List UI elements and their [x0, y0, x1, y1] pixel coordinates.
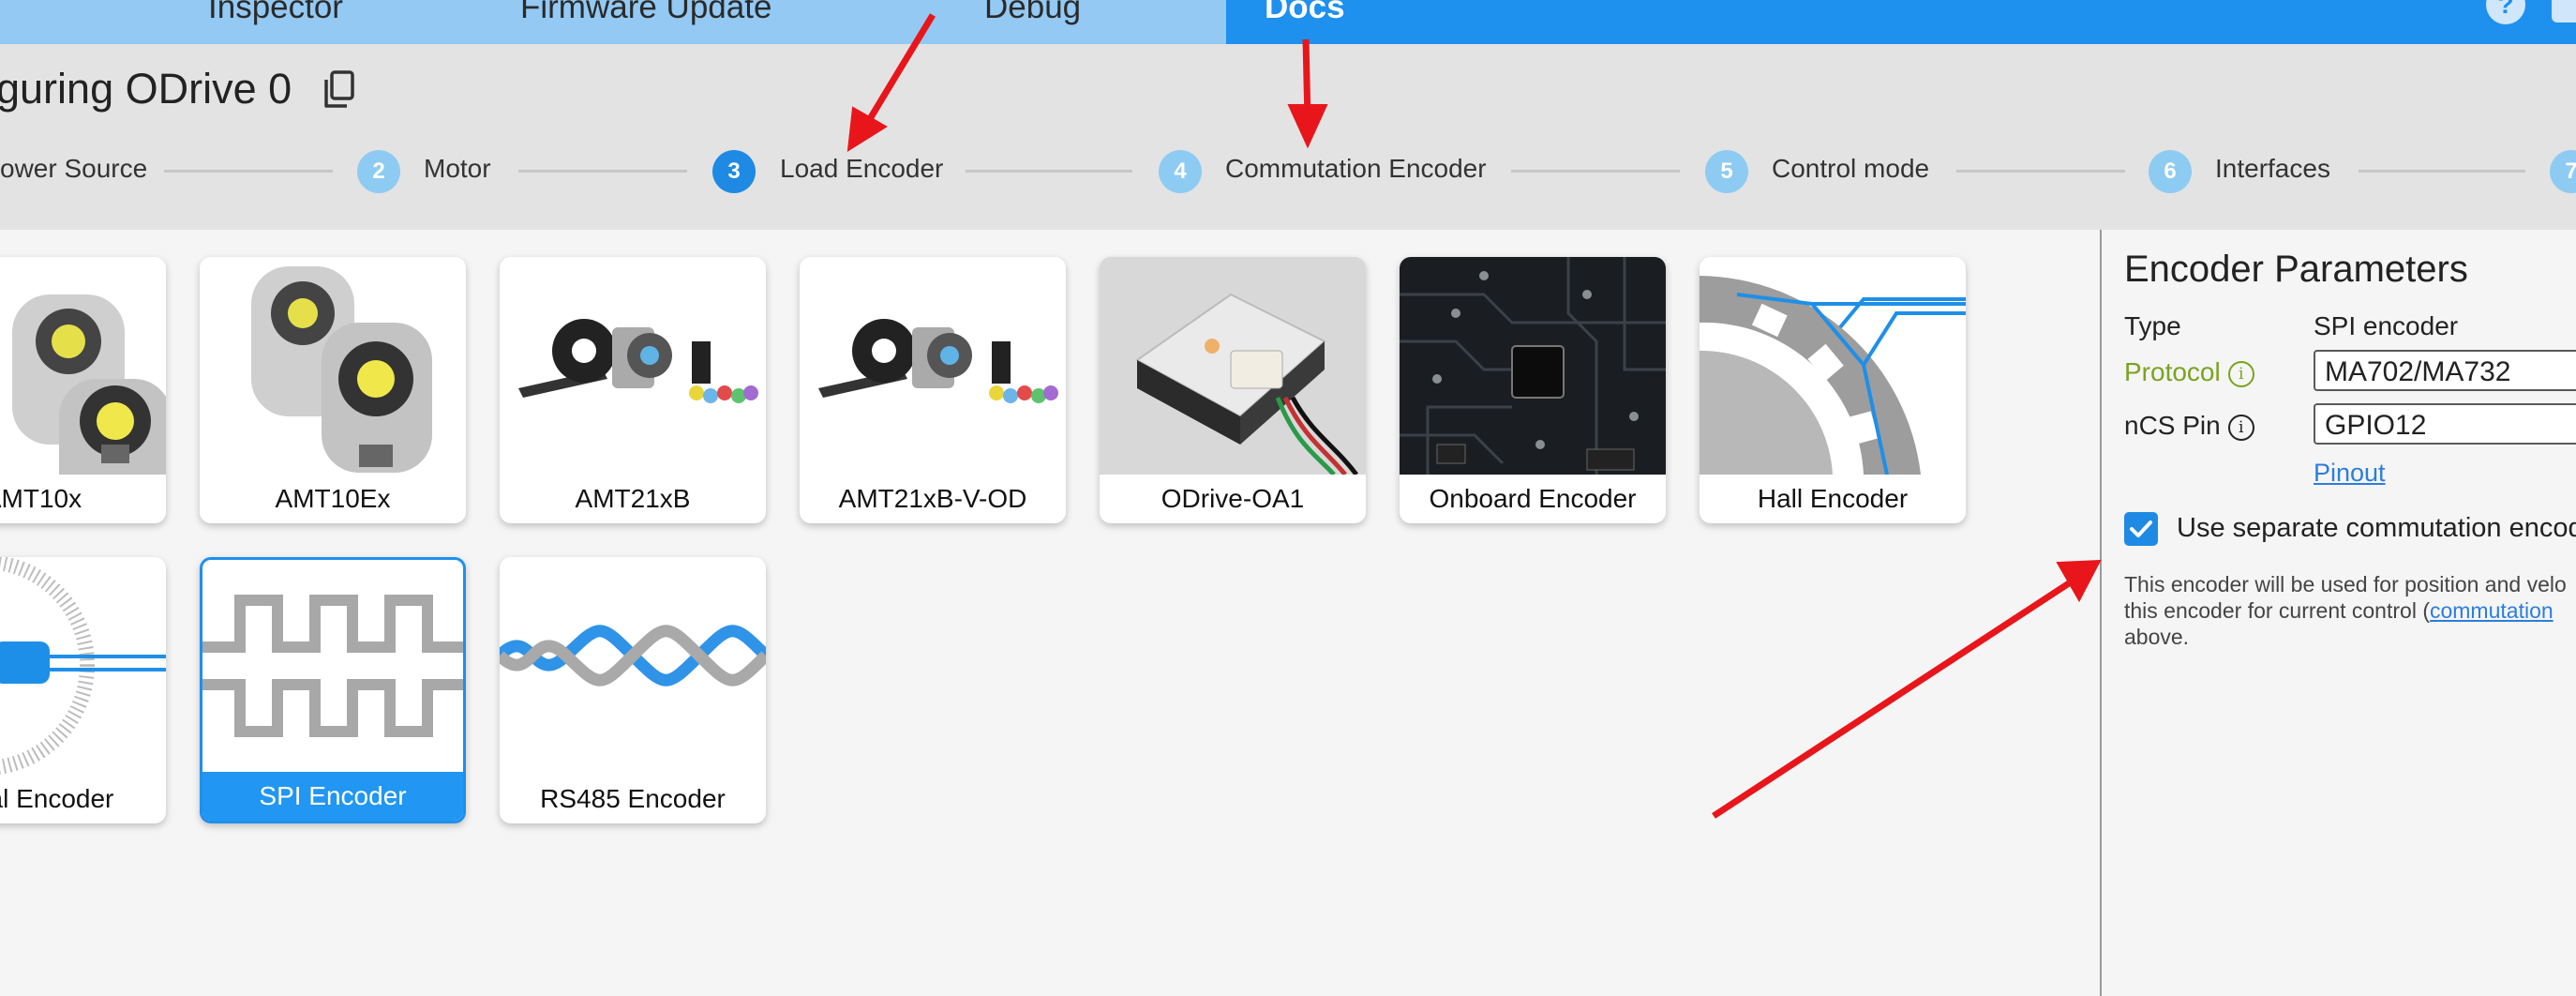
encoder-description: This encoder will be used for position a…	[2124, 571, 2576, 650]
desc-line-2: this encoder for current control (commut…	[2124, 597, 2576, 624]
page-title: guring ODrive 0	[0, 65, 292, 113]
encoder-card-odrive-oa1[interactable]: ODrive-OA1	[1100, 257, 1366, 523]
encoder-card-amt21xb[interactable]: AMT21xB	[500, 257, 766, 523]
separate-commutation-checkbox[interactable]	[2124, 512, 2158, 546]
encoder-label: ODrive-OA1	[1161, 484, 1305, 513]
check-icon	[2130, 521, 2152, 537]
step-2-circle[interactable]: 2	[357, 150, 400, 193]
step-connector	[164, 170, 333, 173]
info-icon[interactable]: i	[2227, 414, 2254, 441]
encoder-label: AMT10Ex	[275, 484, 391, 513]
hall-encoder-image	[1700, 276, 1966, 475]
menu-icon[interactable]	[2552, 0, 2576, 23]
step-label-power-source[interactable]: ower Source	[0, 154, 148, 183]
encoder-card-rs485-encoder[interactable]: RS485 Encoder	[500, 557, 766, 823]
rs485-encoder-image	[500, 625, 766, 687]
encoder-label: AMT21xB	[575, 484, 691, 513]
amt10ex-image	[251, 266, 432, 473]
step-label-control-mode[interactable]: Control mode	[1772, 154, 1930, 183]
step-label-interfaces[interactable]: Interfaces	[2215, 154, 2330, 183]
separate-commutation-label[interactable]: Use separate commutation encode	[2177, 513, 2576, 543]
encoder-label: SPI Encoder	[202, 772, 463, 821]
tab-firmware-update[interactable]: Firmware Update	[520, 0, 772, 25]
ncs-pin-select[interactable]: GPIO12	[2314, 403, 2576, 445]
commutation-link[interactable]: commutation	[2429, 598, 2554, 623]
step-label-load-encoder[interactable]: Load Encoder	[780, 154, 944, 183]
pinout-link[interactable]: Pinout	[2314, 459, 2386, 487]
incremental-encoder-image	[0, 557, 166, 775]
step-connector	[1511, 170, 1680, 173]
tab-inspector[interactable]: Inspector	[208, 0, 343, 25]
encoder-label: Onboard Encoder	[1429, 484, 1637, 513]
encoder-card-amt10ex[interactable]: AMT10Ex	[200, 257, 466, 523]
encoder-card-incremental-encoder[interactable]: ental Encoder	[0, 557, 166, 823]
step-connector	[2359, 170, 2525, 173]
info-icon[interactable]: i	[2227, 360, 2254, 387]
encoder-grid: AMT10x AMT10Ex AMT21xB	[0, 230, 2100, 996]
step-6-circle[interactable]: 6	[2149, 150, 2192, 193]
step-connector	[1956, 170, 2125, 173]
desc-line-3: above.	[2124, 625, 2190, 649]
top-navigation-bar: Inspector Firmware Update Debug Docs ?	[0, 0, 2576, 44]
help-icon[interactable]: ?	[2486, 0, 2525, 24]
encoder-label: AMT10x	[0, 484, 82, 513]
step-4-circle[interactable]: 4	[1159, 150, 1202, 193]
wizard-header: guring ODrive 0 ower Source 2 Motor 3 Lo…	[0, 44, 2576, 232]
step-connector	[518, 170, 687, 173]
encoder-card-amt10x[interactable]: AMT10x	[0, 257, 166, 523]
encoder-label: ental Encoder	[0, 784, 114, 813]
onboard-encoder-image	[1400, 257, 1666, 475]
step-7-circle[interactable]: 7	[2550, 150, 2576, 193]
encoder-label: AMT21xB-V-OD	[838, 484, 1027, 513]
encoder-card-amt21xb-v-od[interactable]: AMT21xB-V-OD	[800, 257, 1066, 523]
encoder-parameters-panel: Encoder Parameters Type SPI encoder Prot…	[2100, 230, 2576, 996]
odrive-oa1-image	[1100, 257, 1366, 475]
amt21xb-image	[518, 319, 758, 403]
docs-tab-container[interactable]: Docs ?	[1226, 0, 2576, 44]
step-connector	[966, 170, 1132, 173]
encoder-card-hall-encoder[interactable]: Hall Encoder	[1700, 257, 1966, 523]
step-3-circle[interactable]: 3	[712, 150, 756, 193]
desc-line-2-text: this encoder for current control (	[2124, 598, 2430, 623]
protocol-select[interactable]: MA702/MA732	[2314, 350, 2576, 391]
type-label: Type	[2124, 311, 2181, 340]
desc-line-1: This encoder will be used for position a…	[2124, 572, 2567, 596]
encoder-card-spi-encoder[interactable]: SPI Encoder	[200, 557, 466, 823]
panel-title: Encoder Parameters	[2124, 249, 2468, 290]
step-5-circle[interactable]: 5	[1705, 150, 1748, 193]
step-label-commutation-encoder[interactable]: Commutation Encoder	[1225, 154, 1487, 183]
amt10x-image	[12, 294, 166, 475]
encoder-card-onboard-encoder[interactable]: Onboard Encoder	[1400, 257, 1666, 523]
protocol-label-text: Protocol	[2124, 357, 2221, 386]
tab-debug[interactable]: Debug	[984, 0, 1082, 25]
step-label-motor[interactable]: Motor	[424, 154, 491, 183]
encoder-label: RS485 Encoder	[540, 784, 726, 813]
amt21xb-v-od-image	[818, 319, 1058, 403]
wizard-stepper: ower Source 2 Motor 3 Load Encoder 4 Com…	[0, 147, 2576, 194]
spi-encoder-image	[202, 595, 463, 737]
tab-docs[interactable]: Docs	[1265, 0, 1345, 25]
encoder-label: Hall Encoder	[1757, 484, 1909, 513]
type-value: SPI encoder	[2314, 311, 2459, 340]
copy-icon[interactable]	[322, 70, 356, 110]
ncs-pin-label-text: nCS Pin	[2124, 411, 2221, 440]
